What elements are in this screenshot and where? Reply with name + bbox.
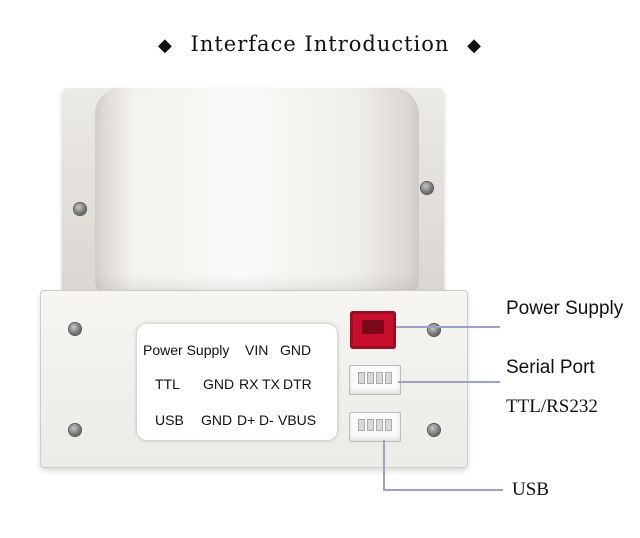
label-pin: TX [262,376,280,392]
label-usb: USB [155,412,184,428]
diamond-icon: ◆ [467,35,482,56]
diamond-icon: ◆ [158,35,173,56]
label-ttl: TTL [155,376,180,392]
power-connector-slot [362,320,384,334]
label-pin: DTR [283,376,312,392]
label-pin: GND [203,376,235,392]
power-connector [350,311,396,349]
usb-callout-line-vertical [383,440,385,491]
power-supply-label: Power Supply [506,298,624,319]
page-title: ◆ Interface Introduction ◆ [0,32,640,56]
label-pin: VBUS [278,412,317,428]
serial-connector [349,365,401,395]
usb-connector [349,412,401,442]
pin-label-card: Power Supply VIN GND TTL GND RX TX DTR U… [137,324,337,440]
ttl-rs232-label: TTL/RS232 [506,396,598,417]
screw-icon [421,182,433,194]
screw-icon [69,323,81,335]
label-pin: D- [259,412,274,428]
label-pin: VIN [245,342,269,358]
label-pin: GND [280,342,312,358]
label-pin: GND [201,412,233,428]
label-pin: D+ [237,412,256,428]
screw-icon [428,424,440,436]
label-pin: RX [239,376,259,392]
screw-icon [69,424,81,436]
label-power-supply: Power Supply [143,342,230,358]
serial-callout-line [398,381,500,383]
title-text: Interface Introduction [190,32,450,56]
paper-roll [95,88,419,292]
usb-callout-line-horizontal [383,489,503,491]
screw-icon [74,203,86,215]
usb-label: USB [512,479,549,500]
serial-port-label: Serial Port [506,357,595,378]
power-callout-line [396,326,500,328]
